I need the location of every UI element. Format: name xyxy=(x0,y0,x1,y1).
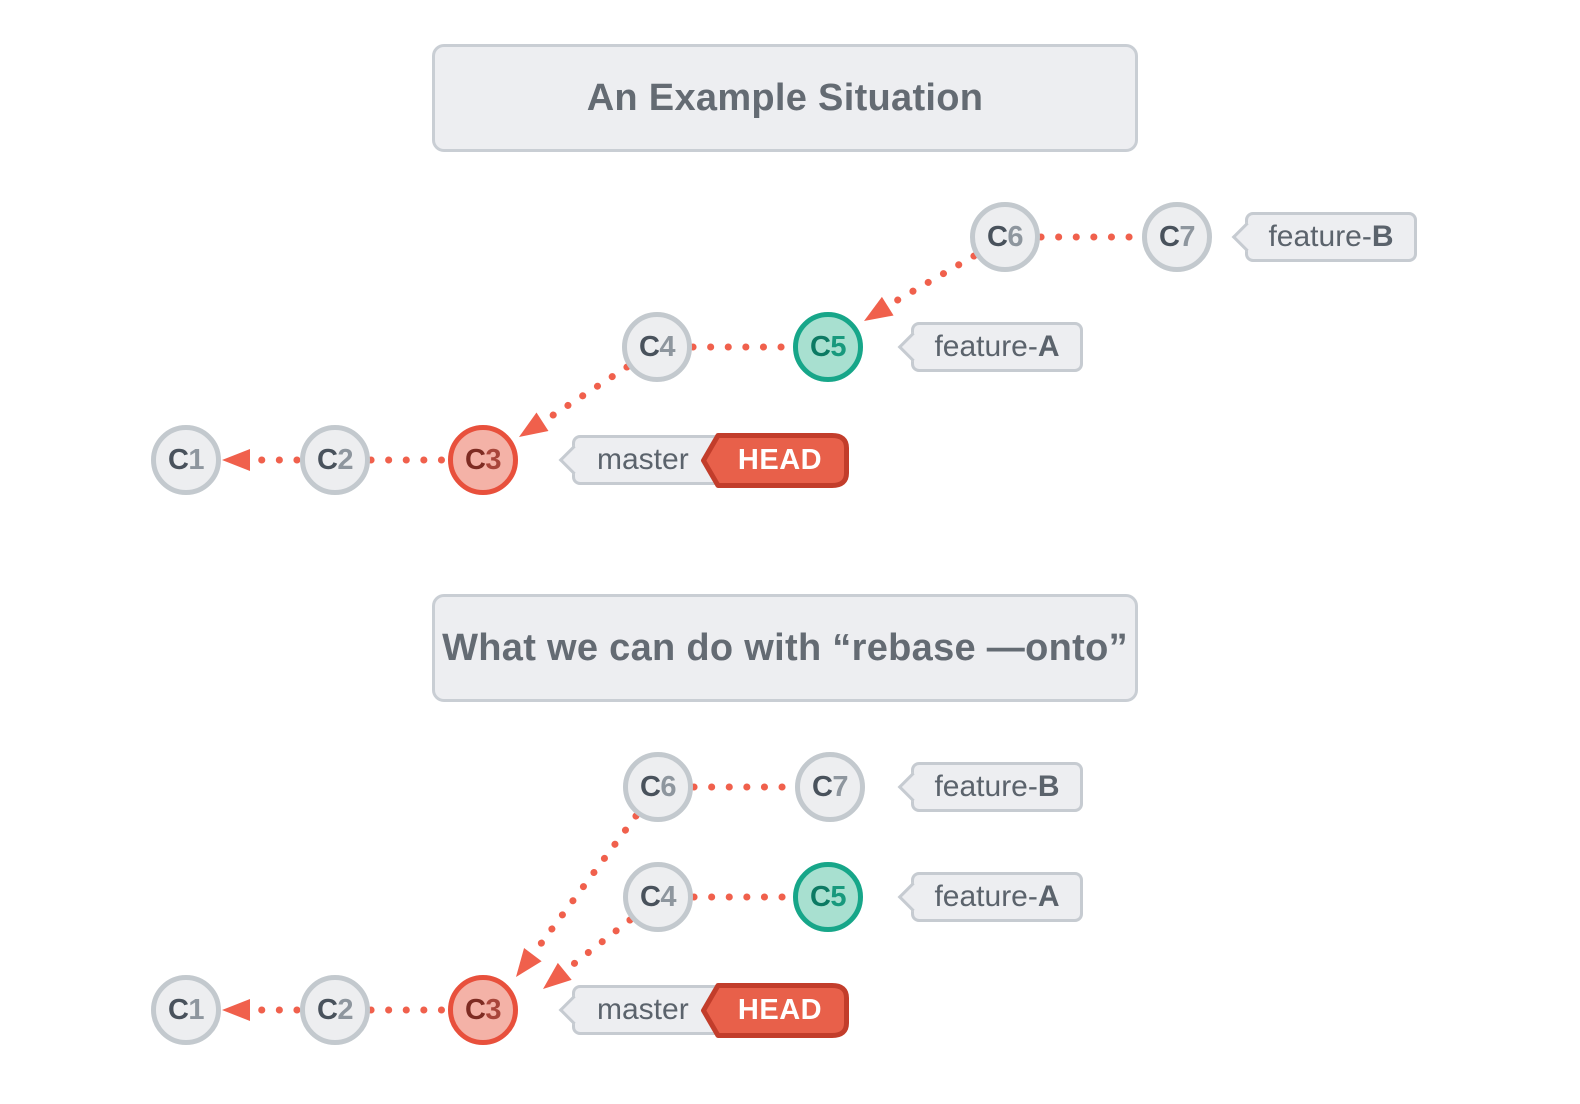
head-tag-graph1: HEAD xyxy=(700,432,850,489)
commit-letter: C xyxy=(167,993,189,1026)
commit-digit: 6 xyxy=(1007,220,1024,253)
commit-letter: C xyxy=(464,443,486,476)
branch-label-text: feature-A xyxy=(934,880,1060,913)
commit-digit: 5 xyxy=(830,880,847,913)
branch-label-feature-b-graph2: feature-B xyxy=(897,762,1083,812)
branch-label-feature-a-graph1: feature-A xyxy=(897,322,1083,372)
arrowhead2-c6-into-c3 xyxy=(516,948,542,977)
commit-digit: 4 xyxy=(660,880,677,913)
commit-digit: 3 xyxy=(485,993,502,1026)
arrowhead2-into-c1 xyxy=(222,999,250,1021)
link-c6-c5 xyxy=(885,252,978,309)
head-tag-shape xyxy=(701,433,849,488)
commit-letter: C xyxy=(464,993,486,1026)
branch-label-feature-a-graph2: feature-A xyxy=(897,872,1083,922)
commit-digit: 1 xyxy=(188,993,205,1026)
head-tag-shape xyxy=(701,983,849,1038)
commit-digit: 7 xyxy=(1179,220,1196,253)
branch-label-text: feature-B xyxy=(934,770,1060,803)
commit-digit: 7 xyxy=(832,770,849,803)
commit-digit: 3 xyxy=(485,443,502,476)
arrowhead-into-c5 xyxy=(864,296,894,321)
commit-letter: C xyxy=(811,770,833,803)
commit-letter: C xyxy=(1158,220,1180,253)
link2-c4-c3 xyxy=(562,916,634,974)
commit-digit: 6 xyxy=(660,770,677,803)
link-c4-c3 xyxy=(540,363,631,425)
title-rebase-onto: What we can do with “rebase —onto” xyxy=(432,594,1138,702)
commit-letter: C xyxy=(316,443,338,476)
commit-letter: C xyxy=(167,443,189,476)
head-tag-graph2: HEAD xyxy=(700,982,850,1039)
branch-label-feature-b-graph1: feature-B xyxy=(1231,212,1417,262)
branch-label-text: feature-A xyxy=(934,330,1060,363)
commit-digit: 2 xyxy=(337,993,354,1026)
arrowhead-into-c1 xyxy=(222,449,250,471)
commit-digit: 4 xyxy=(659,330,676,363)
title-rebase-onto-text: What we can do with “rebase —onto” xyxy=(442,626,1128,669)
head-label-text: HEAD xyxy=(737,444,823,476)
commit-letter: C xyxy=(986,220,1008,253)
head-label-text: HEAD xyxy=(737,994,823,1026)
commit-letter: C xyxy=(809,330,831,363)
commit-letter: C xyxy=(809,880,831,913)
commit-digit: 5 xyxy=(830,330,847,363)
commit-letter: C xyxy=(639,770,661,803)
arrowhead-into-c3-top xyxy=(519,412,549,437)
commit-letter: C xyxy=(316,993,338,1026)
title-example-situation-text: An Example Situation xyxy=(586,76,984,119)
branch-label-text: master xyxy=(597,993,689,1026)
commit-letter: C xyxy=(639,880,661,913)
title-example-situation: An Example Situation xyxy=(432,44,1138,152)
branch-label-text: feature-B xyxy=(1268,220,1394,253)
commit-digit: 2 xyxy=(337,443,354,476)
commit-digit: 1 xyxy=(188,443,205,476)
link2-c6-c3 xyxy=(530,812,640,957)
branch-label-text: master xyxy=(597,443,689,476)
commit-letter: C xyxy=(638,330,660,363)
arrowhead2-c4-into-c3 xyxy=(543,962,572,989)
